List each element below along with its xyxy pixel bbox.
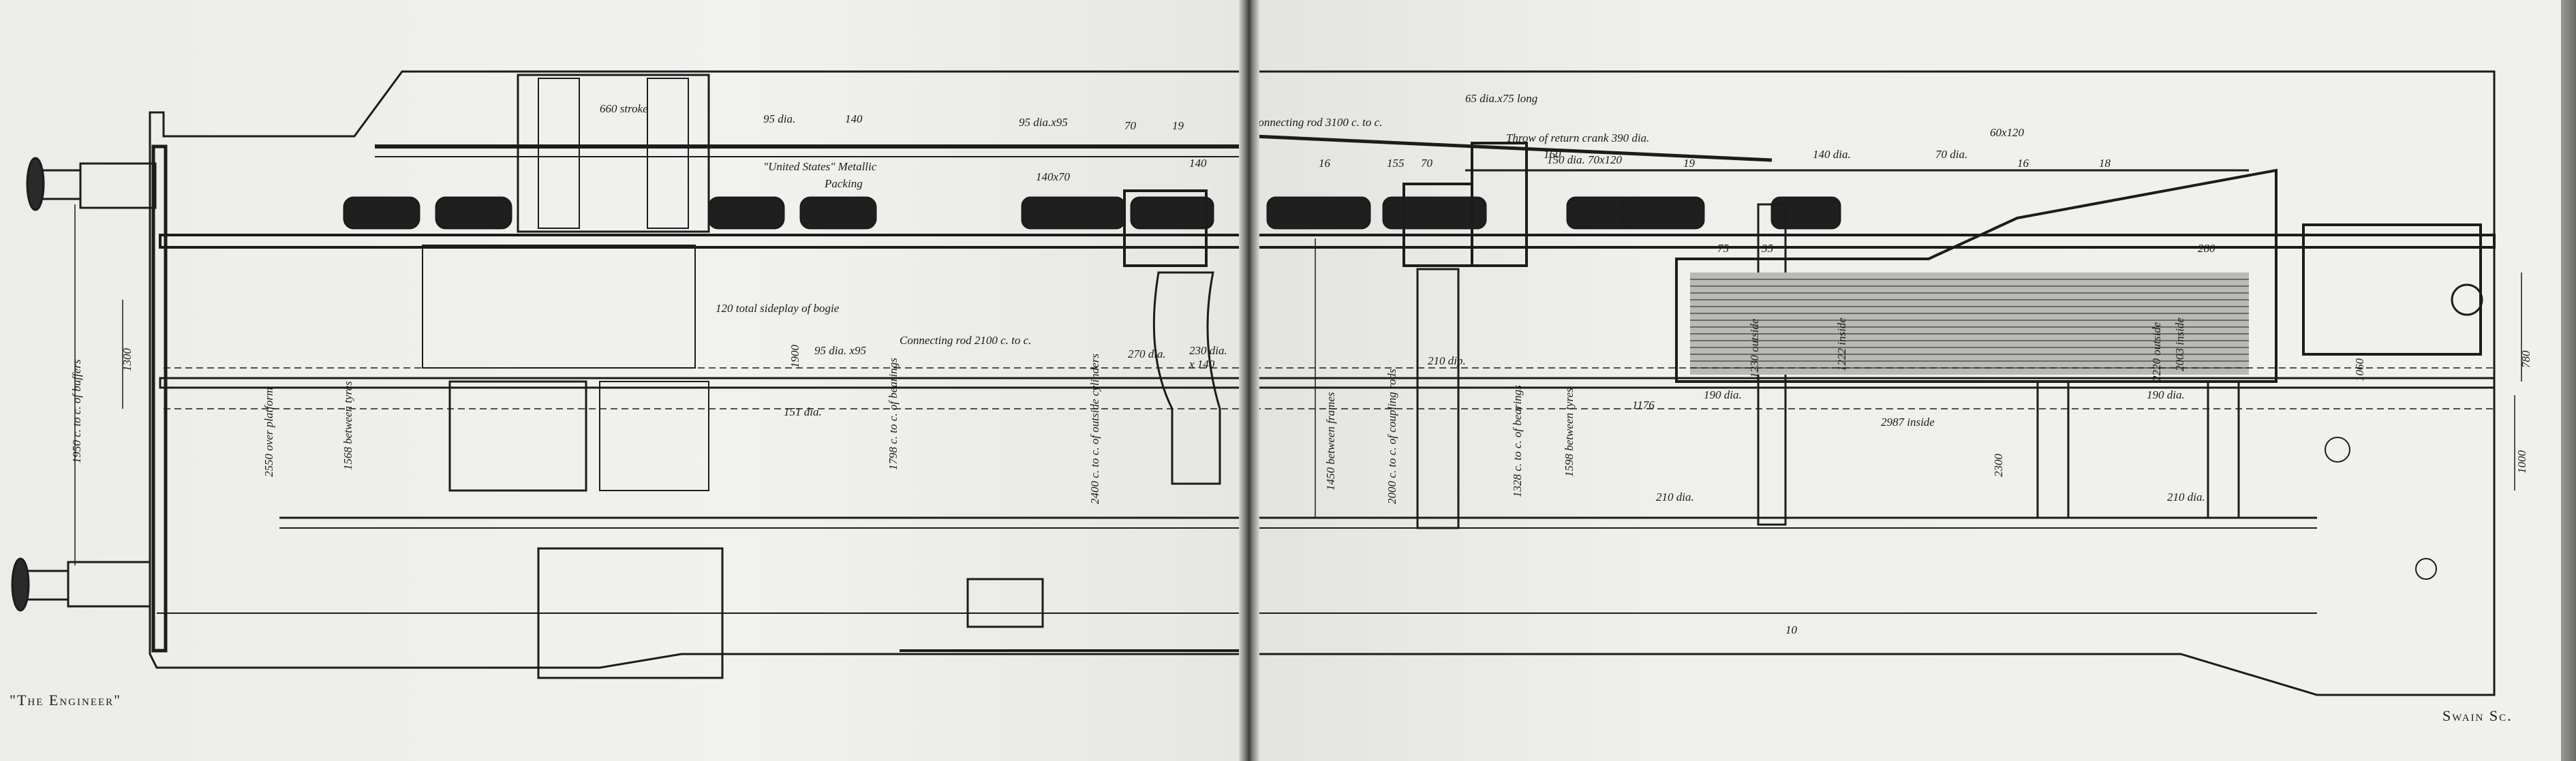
label-packing: "United States" Metallic [763, 160, 877, 173]
engraver-caption: Swain Sc. [2442, 707, 2513, 724]
svg-text:70: 70 [1421, 157, 1433, 170]
label-bogie-sideplay: 120 total sideplay of bogie [716, 302, 840, 315]
axle-box-3 [1471, 142, 1528, 267]
label-stroke: 660 stroke [600, 102, 648, 115]
svg-text:Packing: Packing [824, 177, 863, 190]
svg-text:280: 280 [2198, 242, 2215, 255]
svg-text:140: 140 [1189, 157, 1207, 170]
svg-text:1060: 1060 [2353, 358, 2366, 382]
svg-text:95 dia.x95: 95 dia.x95 [1019, 116, 1068, 129]
label-connecting-rod-mid: Connecting rod 2100 c. to c. [900, 334, 1031, 347]
frame-top-plate [159, 234, 2496, 249]
cylinder [517, 74, 710, 233]
svg-text:1900: 1900 [788, 345, 801, 369]
label-buffers: 1950 c. to c. of buffers [70, 359, 83, 463]
label-tyres-1598: 1598 between tyres [1563, 388, 1576, 477]
page-edge [2561, 0, 2576, 761]
connecting-rod-upper [1253, 134, 1773, 162]
frame-lower-plate [159, 377, 2496, 389]
svg-text:2003 inside: 2003 inside [2173, 317, 2186, 371]
bogie-wheels [343, 196, 877, 230]
svg-text:2987 inside: 2987 inside [1881, 416, 1935, 429]
label-tyres-1568: 1568 between tyres [341, 381, 354, 470]
svg-text:780: 780 [2519, 350, 2532, 368]
svg-text:95 dia. x95: 95 dia. x95 [814, 344, 866, 357]
svg-text:95 dia.: 95 dia. [763, 112, 795, 125]
label-return-crank: Throw of return crank 390 dia. [1506, 131, 1649, 144]
svg-text:190 dia.: 190 dia. [2147, 388, 2185, 401]
buffer-beam [151, 144, 168, 653]
firebox [1675, 168, 2278, 383]
buffer-lower [11, 557, 151, 612]
svg-text:1000: 1000 [2515, 450, 2528, 474]
svg-text:16: 16 [1319, 157, 1331, 170]
book-gutter [1239, 0, 1259, 761]
label-platform: 2550 over platform [262, 388, 275, 477]
publication-caption: "The Engineer" [10, 692, 122, 709]
svg-text:70 dia.: 70 dia. [1935, 148, 1967, 161]
svg-text:190 dia.: 190 dia. [1704, 388, 1742, 401]
svg-text:1230 outside: 1230 outside [1748, 318, 1761, 378]
svg-text:65 dia.x75 long: 65 dia.x75 long [1465, 92, 1537, 105]
svg-text:16: 16 [2017, 157, 2029, 170]
drag-box [2302, 223, 2482, 356]
brake-rigging [966, 578, 1044, 628]
svg-text:1222 inside: 1222 inside [1835, 317, 1848, 371]
svg-text:70: 70 [1124, 119, 1137, 132]
label-bearings-1798: 1798 c. to c. of bearings [887, 358, 900, 470]
buffer-upper [26, 157, 157, 211]
svg-text:140x70: 140x70 [1036, 170, 1071, 183]
coupled-wheels [1021, 196, 1841, 230]
svg-text:155: 155 [1387, 157, 1405, 170]
svg-text:10: 10 [1785, 623, 1798, 636]
svg-text:35: 35 [1761, 242, 1773, 255]
svg-text:18: 18 [2099, 157, 2111, 170]
svg-text:140 dia.: 140 dia. [1813, 148, 1851, 161]
label-frames: 1450 between frames [1324, 392, 1337, 491]
axle-box-1 [1123, 189, 1208, 267]
svg-text:150 dia. 70x120: 150 dia. 70x120 [1547, 153, 1623, 166]
svg-text:2300: 2300 [1992, 454, 2005, 478]
svg-text:19: 19 [1172, 119, 1184, 132]
svg-text:1300: 1300 [121, 348, 134, 372]
frame-outline [149, 70, 2496, 696]
svg-text:x 140: x 140 [1189, 358, 1215, 371]
svg-text:210 dip.: 210 dip. [1428, 354, 1466, 367]
svg-text:75: 75 [1717, 242, 1729, 255]
svg-text:140: 140 [845, 112, 863, 125]
svg-text:210 dia.: 210 dia. [2167, 491, 2205, 503]
front-plate [537, 547, 724, 679]
svg-text:270 dia.: 270 dia. [1128, 347, 1166, 360]
svg-text:160: 160 [1544, 148, 1561, 161]
svg-text:60x120: 60x120 [1990, 126, 2025, 139]
svg-text:19: 19 [1683, 157, 1696, 170]
steam-pipe [1152, 271, 1221, 485]
label-connecting-rod: Connecting rod 3100 c. to c. [1251, 116, 1382, 129]
svg-text:151 dia.: 151 dia. [784, 405, 822, 418]
svg-text:1176: 1176 [1632, 399, 1655, 411]
label-bearings-1328: 1328 c. to c. of bearings [1511, 385, 1524, 497]
svg-text:230 dia.: 230 dia. [1189, 344, 1227, 357]
left-page [0, 0, 1246, 761]
svg-text:210 dia.: 210 dia. [1656, 491, 1694, 503]
label-outside-cylinders: 2400 c. to c. of outside cylinders [1088, 354, 1101, 504]
label-coupling-rods: 2000 c. to c. of coupling rods [1385, 369, 1398, 504]
svg-text:2220 outside: 2220 outside [2150, 322, 2163, 382]
